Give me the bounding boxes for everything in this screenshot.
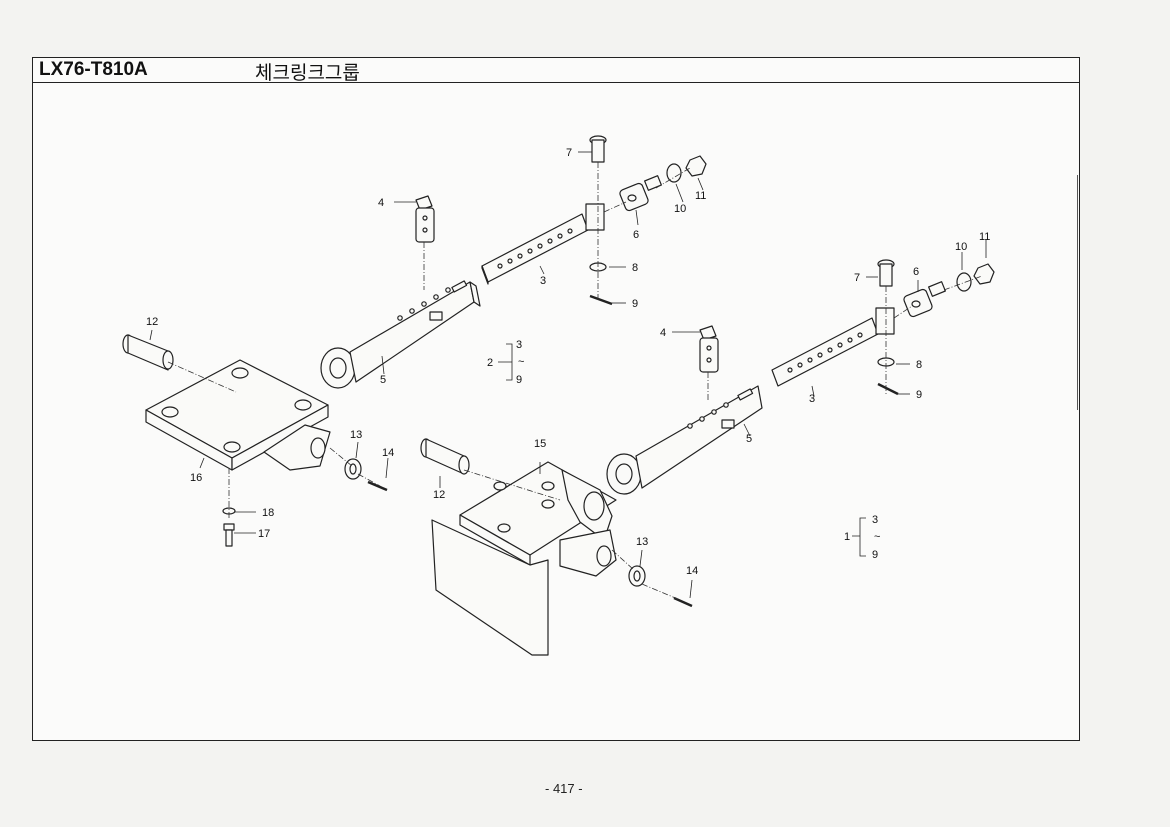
callout-5-right: 5 (746, 433, 752, 445)
callout-8-right: 8 (916, 359, 922, 371)
link-rod-5-right (606, 385, 763, 495)
callout-3-range-b: 3 (872, 514, 878, 526)
pin-7-left (589, 135, 607, 163)
callout-9-right: 9 (916, 389, 922, 401)
callout-9-range-a: 9 (516, 374, 522, 386)
bracket-plate-16 (145, 359, 331, 471)
callout-10-left: 10 (674, 203, 686, 215)
pin-12-left (122, 334, 174, 371)
callout-4-right: 4 (660, 327, 666, 339)
callout-6-right: 6 (913, 266, 919, 278)
callout-1: 1 (844, 531, 850, 543)
callout-13-left: 13 (350, 429, 362, 441)
callout-8-left: 8 (632, 262, 638, 274)
clevis-6-right (903, 281, 946, 318)
group-title: 체크링크그룹 (255, 62, 360, 84)
callout-11-right: 11 (979, 231, 990, 243)
callout-range-tilde-a: ~ (518, 356, 524, 368)
callout-17: 17 (258, 528, 270, 540)
model-code: LX76-T810A (39, 59, 148, 80)
callout-15: 15 (534, 438, 546, 450)
chain-4-left (415, 195, 435, 243)
cotter-pin-9-right (877, 382, 899, 396)
pin-7-right (877, 259, 895, 287)
callout-3-right: 3 (809, 393, 815, 405)
callout-2: 2 (487, 357, 493, 369)
link-rod-5-left (320, 280, 481, 389)
callout-11-left: 11 (695, 190, 706, 202)
cotter-pin-9-left (589, 294, 613, 306)
callout-9-range-b: 9 (872, 549, 878, 561)
clevis-6-left (619, 175, 662, 212)
tube-3-right (771, 307, 895, 387)
nut-11-left (685, 155, 707, 177)
chain-4-right (699, 325, 719, 373)
callout-5-left: 5 (380, 374, 386, 386)
cotter-pin-14-left (367, 480, 388, 492)
callout-range-tilde-b: ~ (874, 531, 880, 543)
callout-12-right: 12 (433, 489, 445, 501)
callout-3-range-a: 3 (516, 339, 522, 351)
cotter-pin-14-right (673, 596, 693, 608)
callout-16: 16 (190, 472, 202, 484)
nut-11-right (973, 263, 995, 285)
callout-13-right: 13 (636, 536, 648, 548)
callout-7-right: 7 (854, 272, 860, 284)
washer-10-left (666, 163, 682, 183)
tube-3-left (481, 203, 605, 285)
callout-18: 18 (262, 507, 274, 519)
callout-12-left: 12 (146, 316, 158, 328)
bolt-17 (223, 523, 235, 547)
washer-10-right (956, 272, 972, 292)
callout-14-left: 14 (382, 447, 394, 459)
callout-4-left: 4 (378, 197, 384, 209)
bracket-15 (431, 461, 617, 656)
callout-9-left: 9 (632, 298, 638, 310)
callout-6-left: 6 (633, 229, 639, 241)
title-bar: LX76-T810A 체크링크그룹 (33, 58, 1079, 84)
callout-10-right: 10 (955, 241, 967, 253)
callout-14-right: 14 (686, 565, 698, 577)
pin-12-right (420, 438, 470, 475)
callout-3-left: 3 (540, 275, 546, 287)
scan-edge-line (1077, 175, 1078, 410)
callout-7-left: 7 (566, 147, 572, 159)
page-number: - 417 - (545, 781, 583, 796)
